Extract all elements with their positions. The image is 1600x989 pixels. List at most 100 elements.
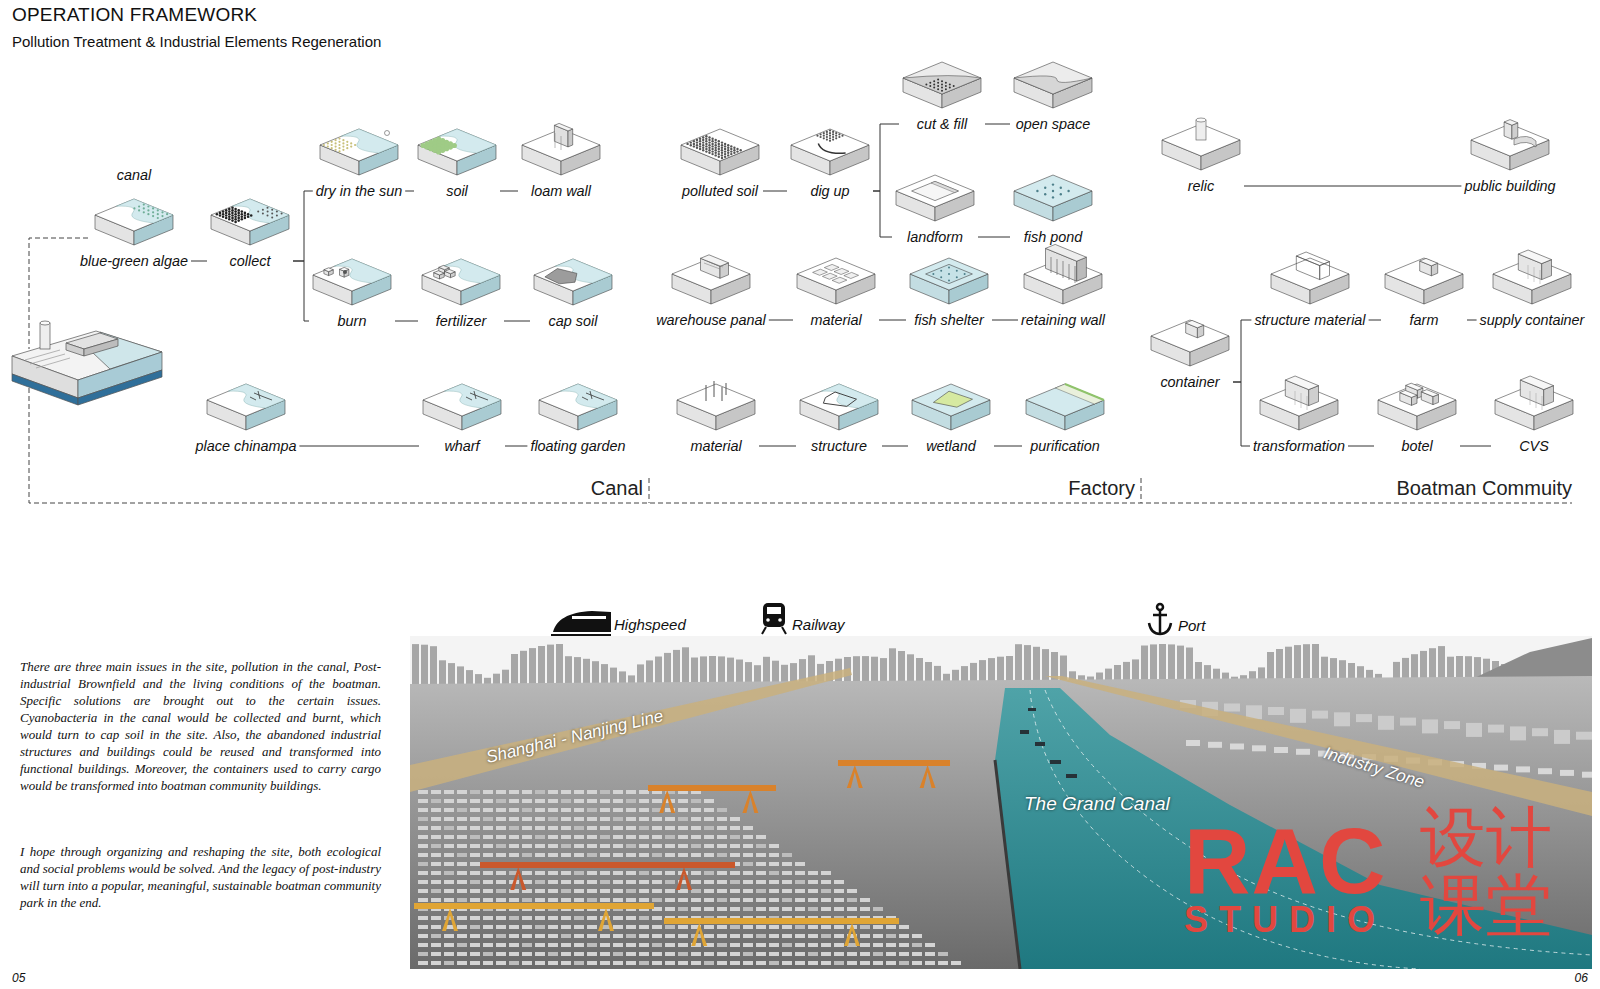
drawing-part	[457, 961, 467, 965]
drawing-part	[431, 943, 441, 947]
drawing-part	[639, 961, 649, 965]
drawing-part	[444, 862, 454, 866]
tile-node: cap soil	[530, 258, 616, 330]
drawing-part	[756, 862, 766, 866]
drawing-part	[705, 138, 707, 140]
drawing-part	[678, 907, 688, 911]
drawing-part	[84, 339, 118, 356]
drawing-part	[665, 889, 675, 893]
drawing-part	[219, 214, 222, 217]
drawing-part	[574, 943, 584, 947]
drawing-part	[423, 384, 501, 416]
drawing-part	[457, 889, 467, 893]
drawing-part	[1512, 123, 1518, 139]
drawing-part	[568, 129, 573, 147]
drawing-part	[157, 213, 159, 215]
drawing-part	[1230, 744, 1244, 750]
drawing-part	[823, 135, 825, 137]
drawing-part	[431, 790, 441, 794]
tile-label: cap soil	[549, 312, 598, 330]
drawing-part	[561, 844, 571, 848]
drawing-part	[138, 209, 140, 211]
drawing-part	[548, 817, 558, 821]
drawing-part	[678, 934, 688, 938]
drawing-part	[899, 934, 909, 938]
drawing-part	[743, 853, 753, 857]
drawing-part	[860, 898, 870, 902]
drawing-part	[483, 835, 493, 839]
drawing-part	[808, 961, 818, 965]
connector-line	[873, 124, 899, 191]
drawing-part	[711, 150, 713, 152]
drawing-part	[509, 898, 519, 902]
drawing-part	[474, 391, 476, 399]
drawing-part	[613, 961, 623, 965]
drawing-part	[691, 817, 701, 821]
drawing-part	[231, 219, 234, 222]
drawing-part	[496, 952, 506, 956]
drawing-part	[702, 136, 704, 138]
drawing-part	[247, 216, 250, 219]
drawing-part	[522, 925, 532, 929]
drawing-part	[444, 871, 454, 875]
drawing-part	[873, 934, 883, 938]
tile-label: container	[1160, 373, 1219, 391]
drawing-part	[696, 144, 698, 146]
drawing-part	[613, 826, 623, 830]
drawing-part	[756, 952, 766, 956]
drawing-part	[29, 238, 1572, 503]
drawing-part	[439, 129, 496, 153]
drawing-part	[574, 898, 584, 902]
drawing-part	[1186, 320, 1204, 327]
drawing-part	[1400, 390, 1417, 397]
drawing-part	[896, 175, 974, 207]
tile-illustration	[1161, 123, 1241, 173]
drawing-part	[782, 871, 792, 875]
drawing-part	[795, 952, 805, 956]
drawing-part	[721, 154, 723, 156]
drawing-part	[522, 943, 532, 947]
drawing-part	[509, 790, 519, 794]
drawing-part	[457, 666, 464, 686]
drawing-part	[951, 961, 961, 965]
drawing-part	[730, 844, 740, 848]
body-text-wrap: I hope through organizing and reshaping …	[20, 843, 381, 911]
drawing-part	[470, 934, 480, 938]
drawing-part	[665, 952, 675, 956]
drawing-part	[555, 133, 556, 148]
drawing-part	[949, 83, 951, 85]
drawing-part	[1296, 256, 1319, 280]
drawing-part	[535, 943, 545, 947]
drawing-part	[702, 139, 704, 141]
drawing-part	[600, 871, 610, 875]
tile-label: botel	[1401, 437, 1432, 455]
drawing-part	[821, 889, 831, 893]
watermark: 课堂	[1420, 867, 1552, 944]
drawing-part	[267, 211, 269, 213]
drawing-part	[639, 934, 649, 938]
drawing-part	[816, 135, 818, 137]
drawing-part	[431, 952, 441, 956]
drawing-part	[718, 145, 720, 147]
drawing-part	[509, 952, 519, 956]
tile-illustration	[1013, 61, 1093, 111]
drawing-part	[717, 871, 727, 875]
drawing-part	[522, 853, 532, 857]
drawing-part	[12, 321, 162, 405]
drawing-part	[323, 144, 325, 146]
drawing-part	[587, 844, 597, 848]
tile-illustration	[1470, 123, 1550, 173]
drawing-part	[834, 907, 844, 911]
drawing-part	[590, 391, 592, 399]
drawing-part	[457, 934, 467, 938]
drawing-part	[439, 660, 446, 686]
drawing-part	[431, 880, 441, 884]
tile-illustration	[312, 258, 392, 308]
tile-node: botel	[1374, 383, 1460, 455]
drawing-part	[717, 943, 727, 947]
drawing-part	[652, 925, 662, 929]
drawing-part	[418, 889, 428, 893]
drawing-part	[418, 925, 428, 929]
drawing-part	[613, 817, 623, 821]
tile-illustration	[1150, 319, 1230, 369]
